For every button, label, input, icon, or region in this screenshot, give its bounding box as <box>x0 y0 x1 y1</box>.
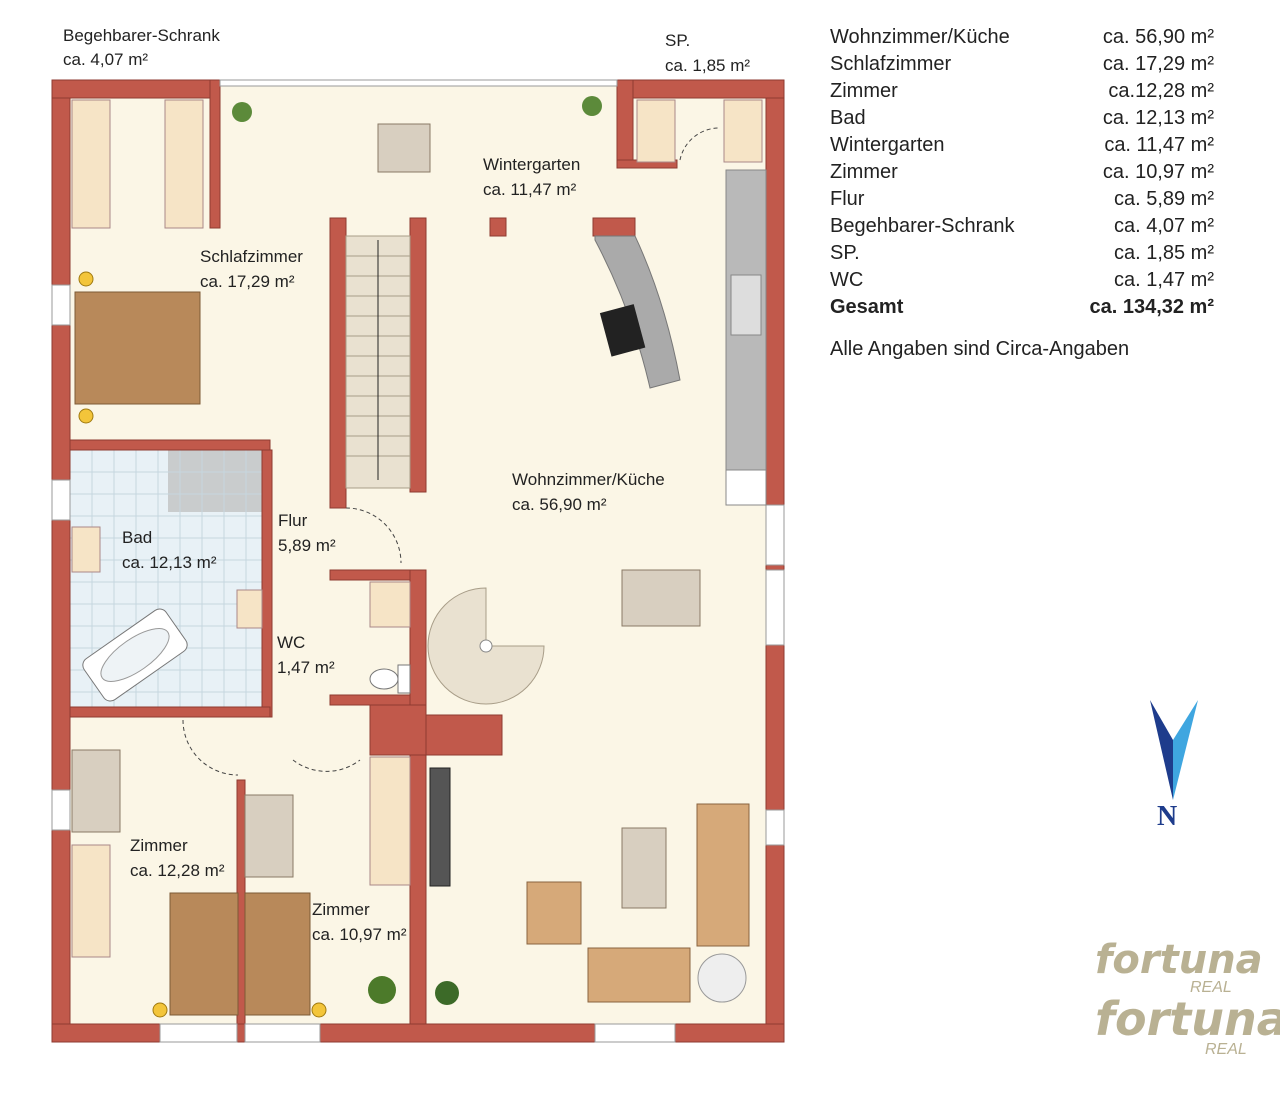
coffee-table <box>621 827 667 909</box>
area-row-value: ca. 11,47 m² <box>1104 134 1214 156</box>
area-row: SP. ca. 1,85 m² <box>830 240 1214 267</box>
floor-plan <box>51 79 785 1043</box>
area-row-value: ca. 5,89 m² <box>1113 188 1214 210</box>
area-row-name: Zimmer <box>830 80 898 102</box>
room-area-zimmer-1: ca. 12,28 m² <box>130 861 225 880</box>
area-row-value: ca. 1,47 m² <box>1113 269 1214 291</box>
area-row: Zimmer ca. 10,97 m² <box>830 159 1214 186</box>
area-row-name: Wintergarten <box>830 134 945 156</box>
area-note: Alle Angaben sind Circa-Angaben <box>830 338 1130 360</box>
area-row-value: ca. 56,90 m² <box>1102 26 1214 48</box>
room-name-bad: Bad <box>122 528 153 547</box>
bathtub <box>82 608 188 702</box>
room-name-zimmer-2: Zimmer <box>312 900 370 919</box>
area-table: Wohnzimmer/Küche ca. 56,90 m² Schlafzimme… <box>830 24 1214 361</box>
room-area-schlafzimmer: ca. 17,29 m² <box>200 272 295 291</box>
logo-text: fortuna <box>1095 992 1280 1046</box>
area-row: Wohnzimmer/Küche ca. 56,90 m² <box>830 24 1214 51</box>
area-row: Schlafzimmer ca. 17,29 m² <box>830 51 1214 78</box>
area-row: Wintergarten ca. 11,47 m² <box>830 132 1214 159</box>
area-total-name: Gesamt <box>830 296 904 318</box>
area-row-name: Bad <box>830 107 866 129</box>
room-area-wintergarten: ca. 11,47 m² <box>483 180 577 199</box>
room-name-wohnzimmer: Wohnzimmer/Küche <box>512 470 665 489</box>
area-row: WC ca. 1,47 m² <box>830 267 1214 294</box>
room-area-zimmer-2: ca. 10,97 m² <box>312 925 407 944</box>
room-name-flur: Flur <box>278 511 308 530</box>
beds <box>74 291 311 1016</box>
toilet <box>369 664 411 694</box>
room-name-schlafzimmer: Schlafzimmer <box>200 247 303 266</box>
plants <box>232 96 747 1005</box>
room-name-begehbarer-schrank: Begehbarer-Schrank <box>63 26 220 45</box>
door-swings <box>182 127 721 776</box>
area-total-row: Gesamt ca. 134,32 m² <box>830 294 1214 321</box>
spiral-staircase <box>427 587 545 705</box>
sofas <box>526 803 750 1003</box>
compass-label: N <box>1157 801 1178 832</box>
room-name-zimmer-1: Zimmer <box>130 836 188 855</box>
area-row: Zimmer ca.12,28 m² <box>830 78 1214 105</box>
cooktop <box>599 304 646 357</box>
room-name-wintergarten: Wintergarten <box>483 155 581 174</box>
desks <box>71 749 294 878</box>
area-total-value: ca. 134,32 m² <box>1089 296 1214 318</box>
fireplace <box>429 767 451 887</box>
logo-sub: REAL <box>1205 1041 1247 1058</box>
room-name-sp: SP. <box>665 31 691 50</box>
area-row-value: ca.12,28 m² <box>1108 80 1214 102</box>
room-area-sp: ca. 1,85 m² <box>665 56 751 75</box>
room-name-wc: WC <box>277 633 306 652</box>
logo-sub: REAL <box>1190 979 1232 996</box>
area-row: Bad ca. 12,13 m² <box>830 105 1214 132</box>
area-row-name: Begehbarer-Schrank <box>830 215 1015 237</box>
area-row-value: ca. 10,97 m² <box>1102 161 1214 183</box>
area-row-name: SP. <box>830 242 860 264</box>
area-row-name: Zimmer <box>830 161 898 183</box>
area-row-value: ca. 17,29 m² <box>1102 53 1214 75</box>
logo-text: fortuna <box>1095 937 1263 983</box>
north-compass: N <box>1145 695 1205 840</box>
room-area-begehbarer-schrank: ca. 4,07 m² <box>63 50 149 69</box>
closets <box>71 99 763 958</box>
kitchen-counter <box>725 169 767 506</box>
dining-tables <box>377 123 701 627</box>
kitchen-island <box>594 235 681 389</box>
room-area-wc: 1,47 m² <box>277 658 335 677</box>
fortuna-real-logo: fortuna REAL fortuna REAL <box>1095 940 1280 1058</box>
staircase <box>345 235 411 489</box>
room-area-bad: ca. 12,13 m² <box>122 553 217 572</box>
area-row-value: ca. 4,07 m² <box>1113 215 1214 237</box>
area-row-name: WC <box>830 269 864 291</box>
windows <box>51 79 785 1043</box>
area-row-name: Wohnzimmer/Küche <box>830 26 1010 48</box>
area-row: Flur ca. 5,89 m² <box>830 186 1214 213</box>
area-row-name: Flur <box>830 188 865 210</box>
lamps <box>78 271 327 1018</box>
room-area-flur: 5,89 m² <box>278 536 336 555</box>
area-row: Begehbarer-Schrank ca. 4,07 m² <box>830 213 1214 240</box>
area-row-value: ca. 1,85 m² <box>1113 242 1214 264</box>
room-area-wohnzimmer: ca. 56,90 m² <box>512 495 607 514</box>
area-row-value: ca. 12,13 m² <box>1102 107 1214 129</box>
north-arrow-icon <box>1150 700 1198 800</box>
area-row-name: Schlafzimmer <box>830 53 952 75</box>
